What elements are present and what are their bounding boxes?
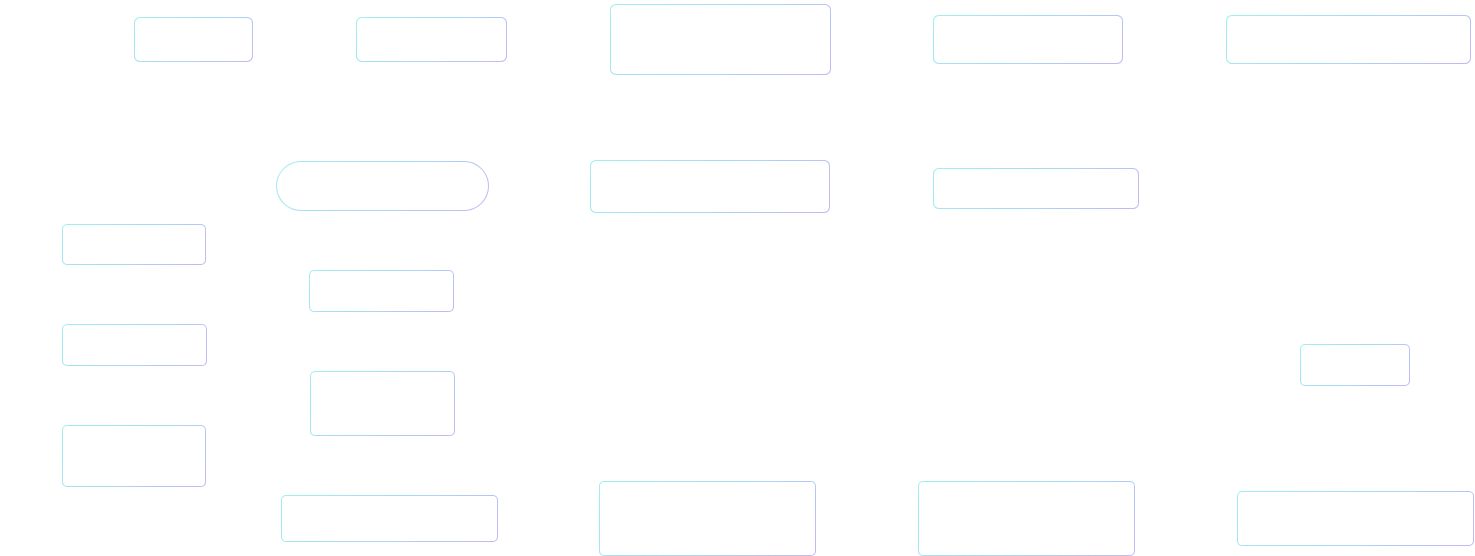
flow-node[interactable] bbox=[310, 371, 455, 436]
flow-node[interactable] bbox=[356, 17, 507, 62]
flow-node[interactable] bbox=[62, 425, 206, 487]
terminal-node[interactable] bbox=[276, 161, 489, 211]
flow-node[interactable] bbox=[590, 160, 830, 213]
flow-node[interactable] bbox=[62, 324, 207, 366]
flow-node[interactable] bbox=[134, 17, 253, 62]
flow-node[interactable] bbox=[309, 270, 454, 312]
flow-node[interactable] bbox=[933, 15, 1123, 64]
flow-node[interactable] bbox=[62, 224, 206, 265]
flow-node[interactable] bbox=[1300, 344, 1410, 386]
flow-node[interactable] bbox=[610, 4, 831, 75]
flow-node[interactable] bbox=[599, 481, 816, 556]
flow-node[interactable] bbox=[918, 481, 1135, 556]
flow-node[interactable] bbox=[1237, 491, 1474, 546]
flow-node[interactable] bbox=[1226, 15, 1471, 64]
flow-node[interactable] bbox=[281, 495, 498, 542]
flow-node[interactable] bbox=[933, 168, 1139, 209]
